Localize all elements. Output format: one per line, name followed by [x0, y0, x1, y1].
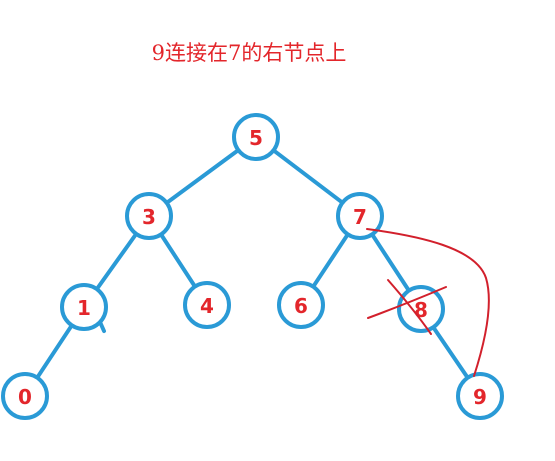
cross-stroke-2 [387, 279, 432, 335]
tree-node-8: 8 [397, 285, 445, 333]
diagram-title: 9连接在7的右节点上 [151, 41, 347, 65]
edge-1-0 [35, 323, 74, 380]
edge-3-1 [94, 231, 139, 292]
edge-5-7 [271, 148, 345, 205]
tree-node-6: 6 [277, 281, 325, 329]
node-label-0: 0 [18, 385, 32, 409]
tree-node-7: 7 [336, 192, 384, 240]
tree-node-9: 9 [456, 372, 504, 420]
node-circle-5 [232, 113, 280, 161]
tree-node-5: 5 [232, 113, 280, 161]
node-label-6: 6 [294, 294, 308, 318]
node-label-1: 1 [77, 296, 91, 320]
node-label-8: 8 [414, 298, 428, 322]
edge-7-8 [370, 232, 411, 293]
node-circle-0 [1, 372, 49, 420]
node-label-3: 3 [142, 205, 156, 229]
node-circle-7 [336, 192, 384, 240]
tree-nodes: 5 3 7 1 4 6 8 0 9 [1, 113, 504, 420]
node-label-7: 7 [353, 205, 367, 229]
tree-node-3: 3 [125, 192, 173, 240]
edge-8-9 [431, 325, 470, 380]
node-circle-6 [277, 281, 325, 329]
node-circle-1 [60, 283, 108, 331]
node-circle-4 [183, 281, 231, 329]
node-label-9: 9 [473, 385, 487, 409]
connection-curve-7-to-9 [366, 228, 490, 377]
edge-3-4 [159, 232, 197, 289]
node-circle-8 [397, 285, 445, 333]
tree-edges [35, 148, 470, 380]
node-label-4: 4 [200, 294, 214, 318]
edge-7-6 [311, 232, 350, 289]
edge-5-3 [164, 148, 241, 205]
tree-node-0: 0 [1, 372, 49, 420]
tree-node-1: 1 [60, 283, 108, 331]
tree-node-4: 4 [183, 281, 231, 329]
node-circle-9 [456, 372, 504, 420]
node-label-5: 5 [249, 126, 263, 150]
annotation-marks [366, 228, 490, 377]
node-circle-3 [125, 192, 173, 240]
